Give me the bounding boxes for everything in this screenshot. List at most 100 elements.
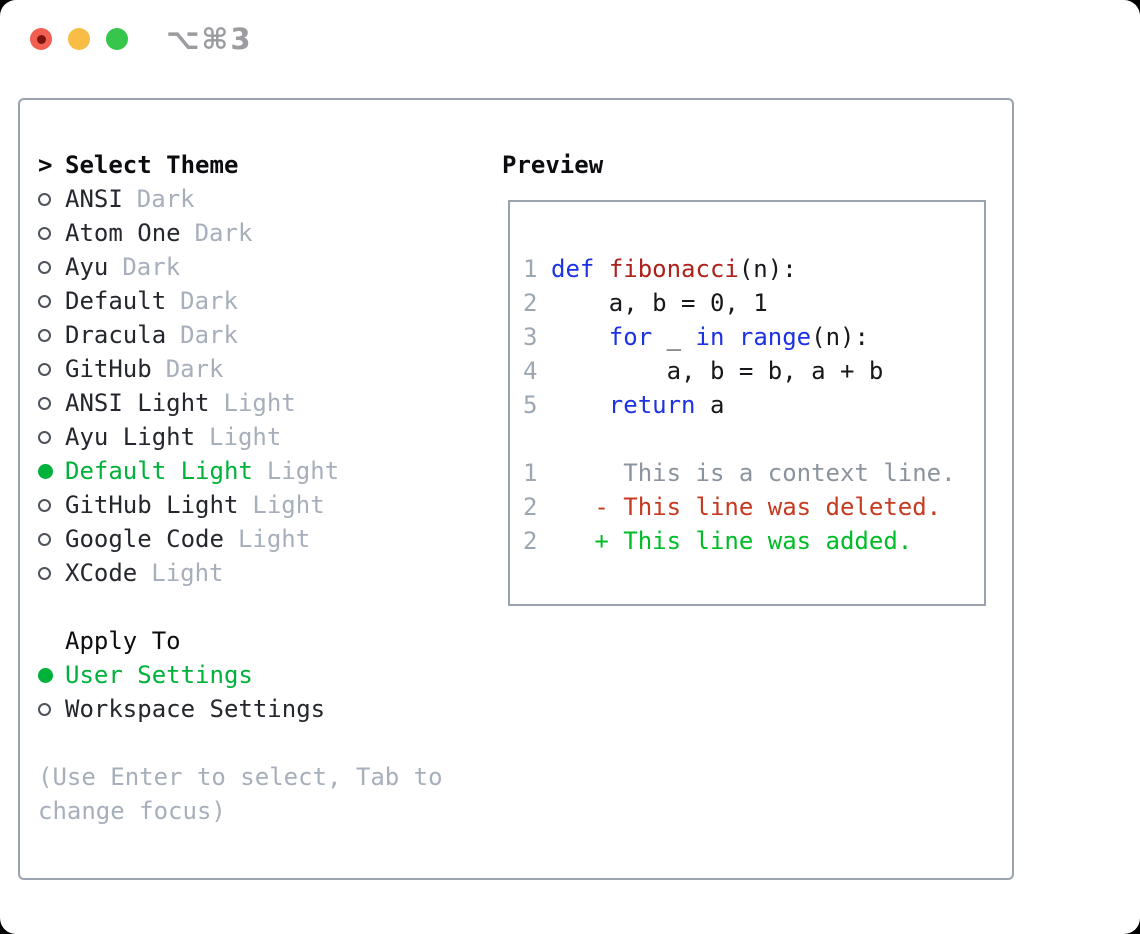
circle-outline-icon	[38, 328, 51, 342]
radio-icon	[38, 498, 65, 512]
radio-selected-icon	[38, 463, 65, 479]
code-segment-plain: a	[695, 391, 725, 419]
theme-option-label: Ayu Light	[65, 423, 196, 451]
code-segment-keyword: return	[608, 391, 696, 419]
theme-variant-tag: Dark	[194, 219, 253, 247]
line-number: 5	[523, 391, 538, 419]
filled-circle-icon	[38, 667, 53, 683]
code-segment-plain: (n):	[738, 255, 797, 283]
select-theme-heading-row: > Select Theme	[38, 148, 484, 182]
apply-option-label: Workspace Settings	[65, 695, 326, 723]
circle-outline-icon	[38, 260, 51, 274]
preview-heading: Preview	[502, 151, 604, 179]
code-segment-function: fibonacci	[608, 255, 739, 283]
window-title: ⌥⌘3	[166, 22, 253, 56]
line-number: 3	[523, 323, 538, 351]
code-segment-plain: (n):	[811, 323, 869, 351]
radio-icon	[38, 226, 65, 240]
zoom-button[interactable]	[106, 28, 128, 50]
code-segment-context: This is a context line.	[551, 459, 956, 487]
theme-option[interactable]: Dracula Dark	[38, 318, 484, 352]
theme-variant-tag: Light	[223, 389, 296, 417]
code-segment-keyword: range	[738, 323, 812, 351]
circle-outline-icon	[38, 702, 51, 716]
apply-to-heading-row: Apply To	[65, 624, 484, 658]
circle-outline-icon	[38, 192, 51, 206]
circle-outline-icon	[38, 498, 51, 512]
preview-line	[523, 422, 984, 456]
radio-icon	[38, 566, 65, 580]
circle-outline-icon	[38, 396, 51, 410]
circle-outline-icon	[38, 294, 51, 308]
code-segment-keyword: in	[695, 323, 725, 351]
theme-option-label: Default Light	[65, 457, 253, 485]
theme-variant-tag: Light	[237, 525, 311, 553]
radio-icon	[38, 192, 65, 206]
theme-option-label: Google Code	[65, 525, 224, 553]
line-number: 1	[523, 255, 538, 283]
radio-icon	[38, 532, 65, 546]
code-segment-plain	[594, 255, 608, 283]
radio-icon	[38, 702, 65, 716]
theme-variant-tag: Light	[151, 559, 224, 587]
code-segment-plain: _	[652, 323, 696, 351]
preview-line: 2 a, b = 0, 1	[523, 286, 984, 320]
theme-variant-tag: Dark	[180, 321, 238, 349]
theme-option[interactable]: Atom One Dark	[38, 216, 484, 250]
apply-option[interactable]: Workspace Settings	[38, 692, 484, 726]
line-number: 4	[523, 357, 538, 385]
code-segment-plain	[551, 323, 609, 351]
theme-option[interactable]: Ayu Dark	[38, 250, 484, 284]
theme-option-label: Ayu	[65, 253, 109, 281]
line-number: 2	[523, 493, 538, 521]
circle-outline-icon	[38, 362, 51, 376]
code-segment-deleted: - This line was deleted.	[551, 493, 942, 521]
radio-icon	[38, 362, 65, 376]
close-button[interactable]	[30, 28, 52, 50]
preview-line: 5 return a	[523, 388, 984, 422]
line-number: 2	[523, 527, 538, 555]
preview-line: 3 for _ in range(n):	[523, 320, 984, 354]
prompt-icon: >	[38, 151, 53, 179]
theme-option[interactable]: Ayu Light Light	[38, 420, 484, 454]
code-segment-plain	[724, 323, 738, 351]
theme-variant-tag: Dark	[122, 253, 181, 281]
preview-line: 4 a, b = b, a + b	[523, 354, 984, 388]
theme-option-label: XCode	[65, 559, 138, 587]
theme-variant-tag: Light	[209, 423, 282, 451]
theme-option-label: Atom One	[65, 219, 181, 247]
filled-circle-icon	[38, 463, 53, 479]
preview-line: 2 + This line was added.	[523, 524, 984, 558]
line-number: 1	[523, 459, 538, 487]
code-segment-keyword: def	[551, 255, 595, 283]
code-segment-plain	[551, 391, 609, 419]
theme-option-label: GitHub	[65, 355, 152, 383]
circle-outline-icon	[38, 430, 51, 444]
theme-option-label: Dracula	[65, 321, 167, 349]
line-number: 2	[523, 289, 538, 317]
radio-icon	[38, 260, 65, 274]
theme-option[interactable]: XCode Light	[38, 556, 484, 590]
theme-variant-tag: Dark	[136, 185, 195, 213]
theme-variant-tag: Light	[252, 491, 325, 519]
radio-icon	[38, 328, 65, 342]
minimize-button[interactable]	[68, 28, 90, 50]
theme-option[interactable]: Google Code Light	[38, 522, 484, 556]
apply-option-selected[interactable]: User Settings	[38, 658, 484, 692]
code-segment-keyword: for	[608, 323, 653, 351]
preview-line: 1 This is a context line.	[523, 456, 984, 490]
theme-variant-tag: Dark	[180, 287, 238, 315]
close-button-dot-icon	[36, 34, 46, 44]
